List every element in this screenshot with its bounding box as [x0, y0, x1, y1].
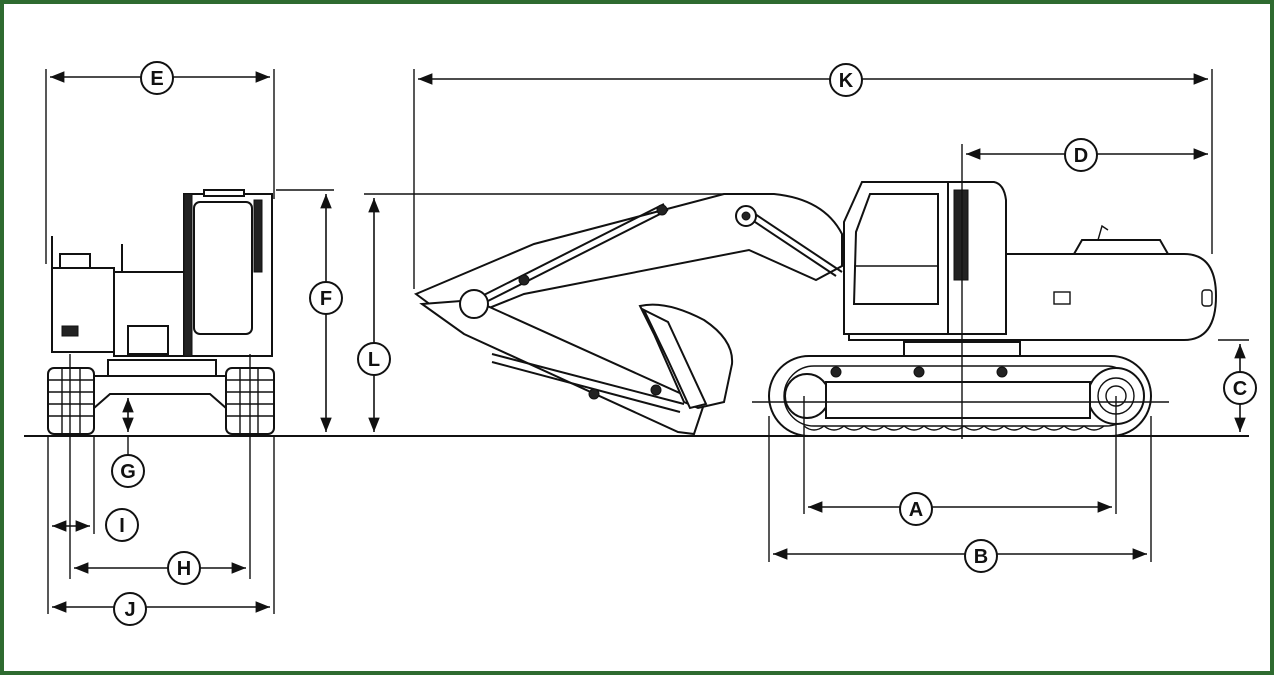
label-g-text: G — [120, 461, 136, 483]
label-i-text: I — [119, 515, 125, 537]
label-c-text: C — [1233, 378, 1247, 400]
label-e: E — [140, 61, 174, 95]
label-f-text: F — [320, 288, 332, 310]
label-h: H — [167, 551, 201, 585]
label-k-text: K — [839, 70, 854, 92]
label-j: J — [113, 592, 147, 626]
label-a-text: A — [909, 499, 923, 521]
label-j-text: J — [124, 599, 135, 621]
label-b: B — [964, 539, 998, 573]
label-c: C — [1223, 371, 1257, 405]
label-h-text: H — [177, 558, 191, 580]
label-l-text: L — [368, 349, 380, 371]
front-view-excavator — [47, 189, 275, 435]
label-d: D — [1064, 138, 1098, 172]
label-g: G — [111, 454, 145, 488]
side-view-excavator — [413, 181, 1218, 437]
label-a: A — [899, 492, 933, 526]
label-d-text: D — [1074, 145, 1088, 167]
label-b-text: B — [974, 546, 988, 568]
label-e-text: E — [150, 68, 163, 90]
label-k: K — [829, 63, 863, 97]
label-l: L — [357, 342, 391, 376]
label-i: I — [105, 508, 139, 542]
label-f: F — [309, 281, 343, 315]
excavator-dimensions-diagram: E K D F L C G A I B H J — [24, 61, 1257, 626]
